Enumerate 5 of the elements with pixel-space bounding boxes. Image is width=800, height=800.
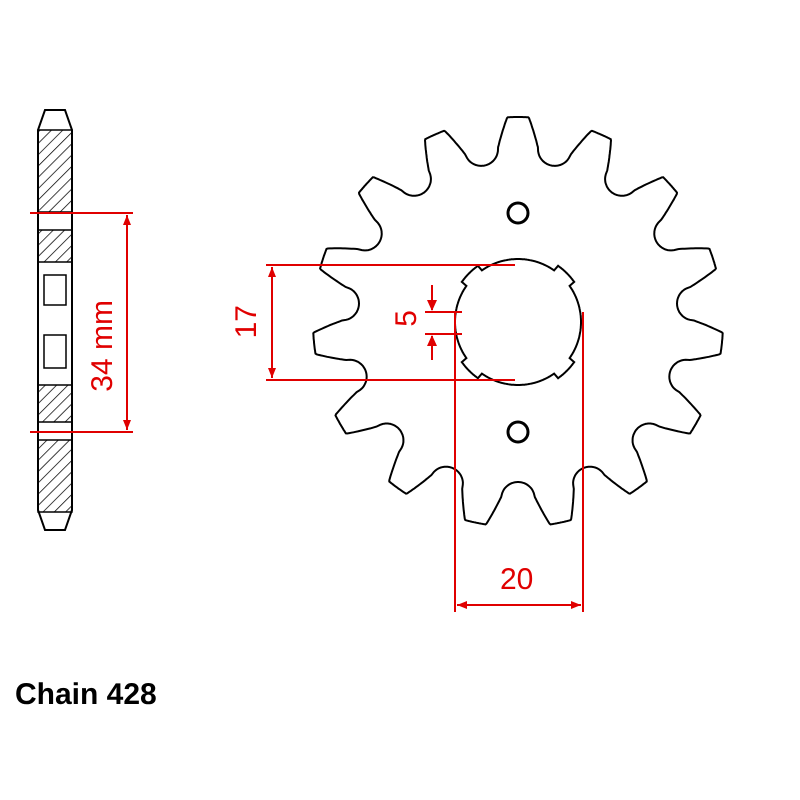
dimension-label: 20 <box>500 565 534 595</box>
dimension-label: 5 <box>392 310 422 327</box>
dimension-label: 17 <box>232 305 262 338</box>
chain-size-note: Chain 428 <box>15 680 157 710</box>
dimension-label: 34 mm <box>88 300 118 392</box>
